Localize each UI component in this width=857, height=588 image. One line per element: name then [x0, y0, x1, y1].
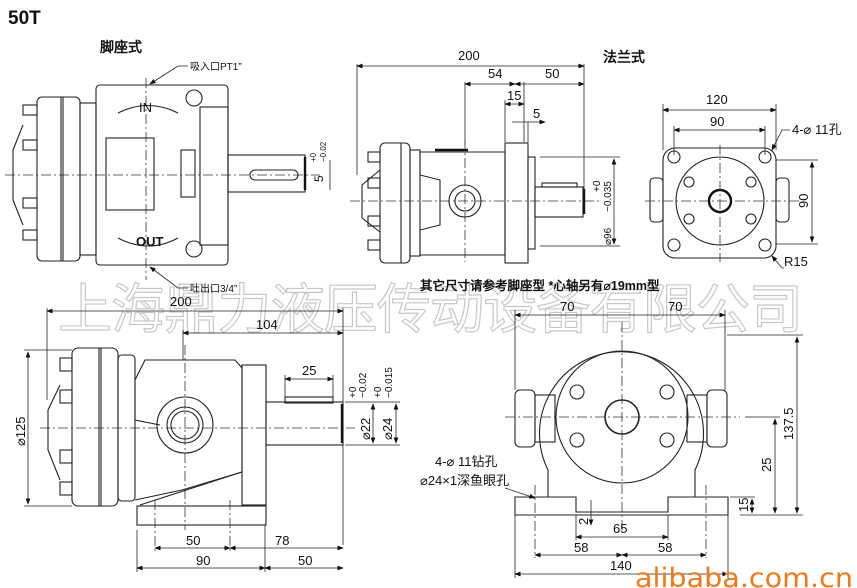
pilot-dia: ⌀96: [603, 227, 614, 245]
in-port-text: IN: [139, 100, 152, 115]
flange-type-side-view: 法兰式 200 54 50 15 5 ⌀96 +0 −0: [350, 48, 645, 264]
dim-137-5: 137.5: [781, 407, 796, 440]
key-width-dim: 5: [312, 175, 326, 182]
dim-2-recess: 2: [576, 518, 591, 525]
flange-holes-note: 4-⌀ 11孔: [792, 122, 842, 137]
dim-15: 15: [507, 88, 521, 103]
dim-15-base: 15: [736, 498, 751, 512]
outlet-label: 吐出口3/4”: [190, 282, 237, 295]
dim-90-vertical: 90: [796, 194, 811, 208]
dim-70-left: 70: [560, 299, 574, 314]
dim-65: 65: [613, 521, 627, 536]
drill-note-2: ⌀24×1深鱼眼孔: [420, 473, 509, 488]
drill-note-1: 4-⌀ 11钻孔: [435, 454, 498, 469]
shaft-dim-50: 50: [298, 553, 312, 568]
out-port-text: OUT: [136, 234, 164, 249]
dim-58-left: 58: [574, 540, 588, 555]
dim-5: 5: [533, 106, 540, 121]
foot-dim-90: 90: [196, 553, 210, 568]
dim-120: 120: [706, 92, 728, 107]
model-label: 50T: [8, 8, 41, 29]
reference-note: 其它尺寸请参考脚座型 *心轴另有⌀19mm型: [420, 278, 660, 293]
foot-dim-50: 50: [186, 533, 200, 548]
shaft-dia-22: ⌀22: [358, 418, 373, 440]
corner-radius: R15: [784, 254, 808, 269]
source-watermark: alibaba.com.cn: [635, 563, 853, 588]
dim-58-right: 58: [658, 540, 672, 555]
dim-54: 54: [488, 66, 502, 81]
dim-25: 25: [759, 458, 774, 472]
shaft-dia-24: ⌀24: [380, 418, 395, 440]
tol24-lower: −0.015: [384, 367, 395, 398]
inlet-label: 吸入口PT1”: [190, 62, 242, 73]
side-dim-200: 200: [170, 294, 192, 309]
foot-type-side-view: 200 104 ⌀125 25 ⌀22 +0 −0.02 ⌀24 +0 −0.: [13, 294, 400, 572]
key-length-25: 25: [302, 363, 316, 378]
tol22-lower: −0.02: [358, 372, 369, 398]
pilot-tol-lower: −0.035: [603, 181, 614, 212]
dim-90-horizontal: 90: [710, 114, 724, 129]
key-tol-lower: −0.02: [319, 141, 328, 162]
dim-70-right: 70: [668, 299, 682, 314]
foot-type-top-view: 脚座式 吸入口PT1” 吐出口3/4” IN OUT 5 +0 −0.02: [5, 39, 331, 295]
dim-50: 50: [545, 66, 559, 81]
tol22-upper: +0: [348, 386, 359, 398]
tol24-upper: +0: [373, 386, 384, 398]
foot-dim-78: 78: [275, 533, 289, 548]
key-tol-upper: +0: [309, 152, 318, 162]
side-dim-104: 104: [256, 317, 278, 332]
flange-type-front-view: 120 90 4-⌀ 11孔 90 R15: [645, 92, 842, 269]
flange-type-title: 法兰式: [603, 49, 645, 65]
side-dia-125: ⌀125: [13, 416, 28, 446]
foot-type-front-view: 70 70 137.5 25 15 2 65 58 58 140 4-⌀ 11钻…: [420, 299, 803, 578]
pilot-tol-upper: +0: [592, 180, 603, 192]
dim-200: 200: [458, 48, 480, 63]
foot-type-title: 脚座式: [100, 39, 142, 55]
dim-140: 140: [610, 558, 632, 573]
